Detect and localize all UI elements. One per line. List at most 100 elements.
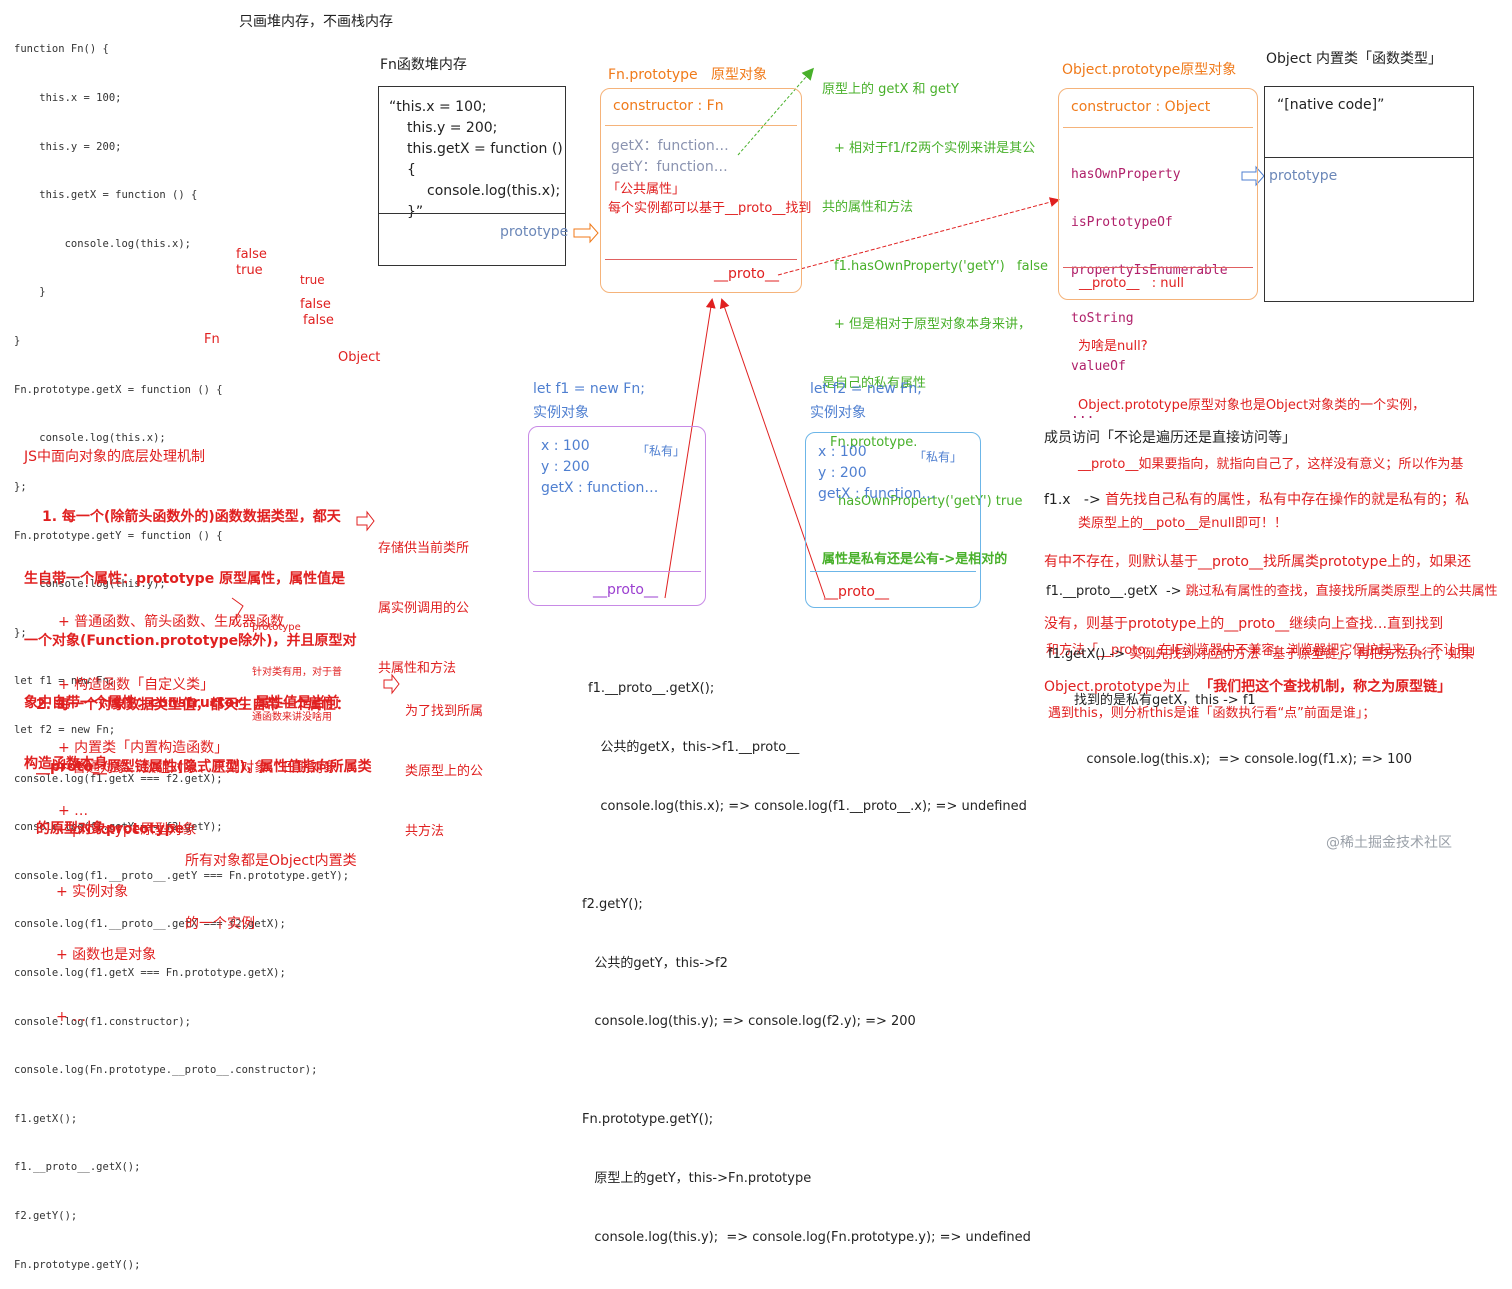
note-line: f1.getX() -> 实例先找到对应的方法「基于原型链」，再把方法执行；如果: [1048, 645, 1474, 665]
code-line: console.log(this.x);: [14, 237, 192, 250]
note-line: Fn.prototype.getY();: [582, 1112, 714, 1128]
note-line: console.log(this.x); => console.log(f1.x…: [1074, 751, 1412, 767]
object-prototype-box: constructor : Object hasOwnProperty isPr…: [1058, 88, 1258, 422]
prototype-pointer-arrow-fn: [573, 222, 599, 244]
f1-title: let f1 = new Fn;: [533, 381, 645, 397]
heap-code-line: this.y = 200;: [407, 120, 498, 136]
brace-arrow: [231, 597, 244, 625]
fn-prototype-getx: getX：function…: [611, 138, 729, 154]
note-line: hasOwnProperty('getY') true: [838, 493, 1023, 509]
note-line: + …: [58, 803, 89, 819]
code-line: this.x = 100;: [14, 92, 122, 105]
object-prototype-constructor: constructor : Object: [1071, 99, 1211, 115]
f1-proto: __proto__: [593, 582, 658, 598]
f2-private: 「私有」: [914, 450, 963, 464]
note-line: console.log(this.y); => console.log(f2.y…: [582, 1014, 916, 1030]
divider: [605, 125, 797, 126]
fn-prototype-gety: getY：function…: [611, 159, 728, 175]
note-line: + …: [56, 1009, 87, 1026]
note-line: 和方法「__proto__在IE浏览器中不兼容：浏览器把它保护起来了，不让用」: [1046, 642, 1483, 658]
left-notes-p2-side: 为了找到所属 类原型上的公 共方法: [405, 662, 483, 862]
note-line: f1.__proto__.getX();: [588, 681, 715, 697]
prototype-small-note: prototype 针对类有用，对于普 通函数来讲没啥用: [252, 590, 342, 740]
note-line: f1.__proto__.getX -> 跳过私有属性的查找，直接找所属类原型上…: [1046, 582, 1498, 602]
result-label: true: [300, 273, 325, 287]
native-code: “[native code]”: [1277, 97, 1385, 113]
note-line: 1. 每一个(除箭头函数外的)函数数据类型，都天: [42, 509, 341, 526]
note-line: __proto__如果要指向，就指向自己了，这样没有意义；所以作为基: [1078, 456, 1464, 472]
note-line: + 内置类「内置构造函数」: [58, 740, 229, 756]
result-label: Fn: [204, 332, 220, 347]
note-line: Object.prototype原型对象也是Object对象类的一个实例，: [1078, 397, 1426, 413]
right-notes-skip: f1.__proto__.getX -> 跳过私有属性的查找，直接找所属类原型上…: [1046, 543, 1498, 680]
object-builtin-box: “[native code]” prototype: [1264, 86, 1474, 302]
code-line: }: [14, 286, 46, 299]
code-line: Fn.prototype.getY = function () {: [14, 529, 223, 542]
right-notes-f1x: f1.x -> 首先找自己私有的属性，私有中存在操作的就是私有的；私 有中不存在…: [1044, 448, 1471, 718]
note-line: f1.hasOwnProperty('getY') false: [834, 258, 1048, 274]
proto-to-object-arrow: [777, 197, 1060, 276]
note-line: 类原型上的__poto__是null即可！！: [1078, 515, 1287, 531]
left-notes-p1-items: + 普通函数、箭头函数、生成器函数 + 构造函数「自定义类」 + 内置类「内置构…: [58, 570, 284, 843]
note-line: 公共的getY，this->f2: [582, 955, 728, 971]
note-line: + 普通函数、箭头函数、生成器函数: [58, 614, 285, 630]
fn-prototype-constructor: constructor : Fn: [613, 98, 724, 114]
fn-heap-box: “this.x = 100; this.y = 200; this.getX =…: [378, 86, 568, 266]
note-line: 生自带一个属性：prototype 原型属性，属性值是: [24, 570, 346, 587]
code-line: function Fn() {: [14, 43, 109, 56]
fn-prototype-title: Fn.prototype 原型对象: [608, 67, 767, 83]
f1-subtitle: 实例对象: [533, 405, 589, 421]
note-line: 公共的getX，this->f1.__proto__: [588, 739, 800, 755]
f1x-text-3: Object.prototype为止: [1044, 678, 1191, 695]
result-label: false: [303, 313, 334, 328]
note-line: 针对类有用，对于普: [252, 667, 342, 678]
divider: [1063, 267, 1253, 268]
green-note: 原型上的 getX 和 getY + 相对于f1/f2两个实例来讲是其公 共的属…: [822, 41, 1048, 590]
watermark: @稀土掘金技术社区: [1326, 835, 1452, 851]
left-notes-p1-side: 存储供当前类所 属实例调用的公 共属性和方法: [378, 499, 469, 699]
result-label: false: [236, 247, 267, 262]
note-line: 没有，则基于prototype上的__proto__继续向上查找…直到找到: [1044, 616, 1444, 633]
note-line: prototype: [252, 622, 301, 633]
fn-heap-title: Fn函数堆内存: [380, 57, 467, 73]
f2-title: let f2 = new Fn;: [810, 381, 922, 397]
f1-box: x : 100 y : 200 getX : function… 「私有」 __…: [528, 426, 706, 606]
note-line: 为了找到所属: [405, 704, 484, 719]
getx-label: f1.getX() ->: [1048, 647, 1126, 663]
note-line: 的原型对象prototype: [36, 820, 185, 837]
fn-prototype-proto: __proto__: [714, 266, 779, 282]
note-line: 是自己的私有属性: [822, 376, 927, 392]
note-line: 类原型上的公: [405, 764, 484, 779]
object-prototype-proto: __proto__ : null: [1079, 276, 1184, 291]
note-line: f2.getY();: [582, 896, 643, 912]
connector-lines: [231, 67, 1265, 695]
code-line: console.log(this.x);: [14, 432, 166, 445]
code-line: };: [14, 480, 27, 493]
note-line: 存储供当前类所: [378, 541, 470, 556]
right-notes-title: 成员访问「不论是遍历还是直接访问等」: [1044, 430, 1296, 446]
code-line: f1.__proto__.getX();: [14, 1161, 141, 1174]
object-prototype-label: prototype: [1269, 168, 1338, 184]
note-line: 所有对象都是Object内置类: [185, 853, 357, 869]
public-note: 每个实例都可以基于__proto__找到: [608, 201, 812, 216]
method-item: valueOf: [1071, 359, 1126, 374]
note-line: 的一个实例: [185, 916, 255, 932]
f1-private: 「私有」: [637, 444, 686, 458]
code-line: Fn.prototype.getY();: [14, 1258, 141, 1271]
note-line: __proto__原型链属性(隐式原型)，属性值指向所属类: [36, 758, 372, 775]
bottom-center-notes: f1.__proto__.getX(); 公共的getX，this->f1.__…: [582, 640, 1031, 1267]
note-line: + 普通对象、数组对象、正则对象、日期对象…: [56, 759, 353, 776]
note-line: 有中不存在，则默认基于__proto__找所属类prototype上的，如果还: [1044, 553, 1472, 570]
skip-text-0: 跳过私有属性的查找，直接找所属类原型上的公共属性: [1185, 584, 1498, 600]
f1-x: x : 100: [541, 438, 590, 454]
right-notes-found: 找到的是私有getX，this -> f1 console.log(this.x…: [1074, 652, 1412, 789]
note-line: console.log(this.y); => console.log(Fn.p…: [582, 1229, 1031, 1245]
f1-y: y : 200: [541, 459, 590, 475]
f1x-label: f1.x ->: [1044, 491, 1101, 508]
object-builtin-title: Object 内置类「函数类型」: [1266, 51, 1443, 67]
divider: [810, 571, 976, 572]
skip-label: f1.__proto__.getX ->: [1046, 584, 1182, 600]
note-line: 共属性和方法: [378, 661, 457, 676]
green-pointer-line: [737, 67, 814, 156]
note-line: + 相对于f1/f2两个实例来讲是其公: [834, 140, 1036, 156]
